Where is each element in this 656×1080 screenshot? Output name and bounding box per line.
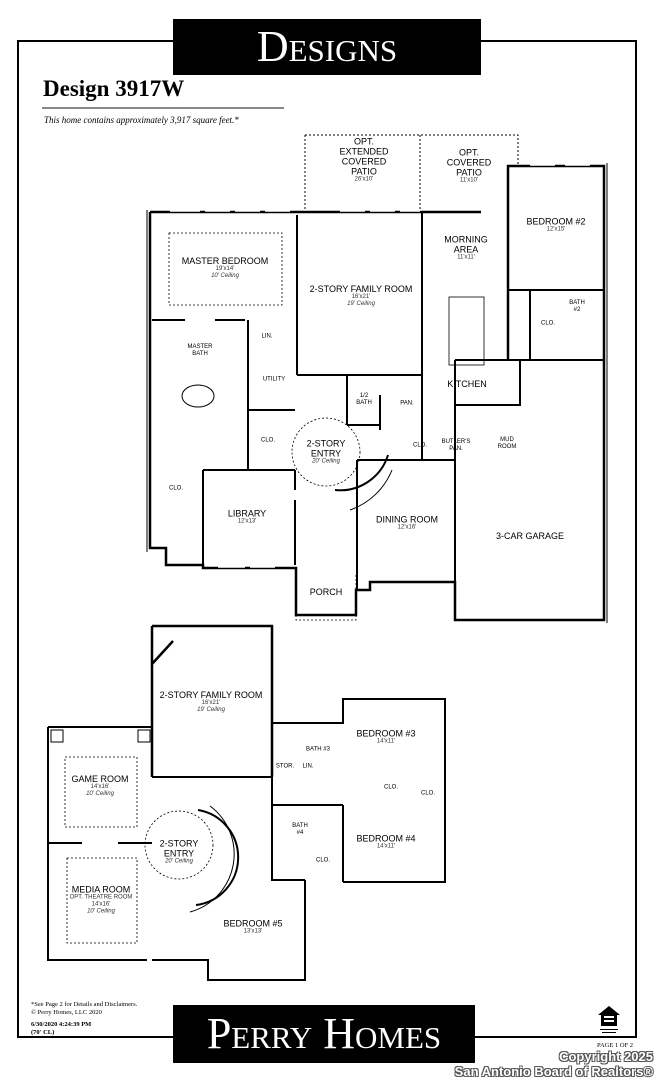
designs-banner: Designs: [173, 19, 481, 75]
room-kitchen: KITCHEN: [447, 379, 487, 389]
watermark-copyright: Copyright 2025: [559, 1049, 653, 1064]
room-bath-2: BATH #2: [569, 300, 585, 313]
equal-housing-opportunity-icon: [598, 1006, 620, 1033]
room-butlers-pantry: BUTLER'S PAN.: [441, 439, 471, 452]
room-closet: CLO.: [383, 784, 399, 791]
copyright-notice: © Perry Homes, LLC 2020: [31, 1009, 102, 1016]
second-floor-walls: [47, 621, 446, 981]
room-closet: CLO.: [260, 437, 276, 444]
room-closet: CLO.: [315, 857, 331, 864]
watermark-board: San Antonio Board of Realtors®: [454, 1064, 653, 1079]
design-title: Design 3917W: [43, 76, 185, 101]
square-footage: This home contains approximately 3,917 s…: [44, 115, 239, 125]
room-bath-4: BATH #4: [292, 823, 308, 836]
room-storage: STOR.: [275, 763, 295, 770]
room-utility: UTILITY: [262, 376, 286, 383]
footer-notes: *See Page 2 for Details and Disclaimers.…: [31, 1001, 137, 1037]
page-number: PAGE 1 OF 2: [597, 1042, 634, 1049]
lot-size: (70' CL): [31, 1029, 55, 1036]
room-mud-room: MUD ROOM: [497, 437, 517, 450]
room-closet: CLO.: [420, 790, 436, 797]
room-porch: PORCH: [309, 587, 343, 597]
room-linen: LIN.: [261, 333, 273, 340]
room-closet: CLO.: [540, 320, 556, 327]
room-master-bath: MASTER BATH: [187, 344, 213, 357]
room-linen: LIN.: [302, 763, 314, 770]
room-bath-3: BATH #3: [306, 746, 330, 753]
room-closet: CLO.: [168, 485, 184, 492]
room-closet: CLO.: [412, 442, 428, 449]
room-half-bath: 1/2 BATH: [356, 393, 372, 406]
brand-banner: Perry Homes: [173, 1005, 475, 1063]
title-rule: [42, 107, 284, 109]
room-pantry: PAN.: [400, 400, 414, 407]
first-floor-walls: [146, 134, 608, 623]
room-garage: 3-CAR GARAGE: [495, 531, 565, 541]
timestamp: 6/30/2020 4:24:39 PM: [31, 1021, 92, 1028]
disclaimer: *See Page 2 for Details and Disclaimers.: [31, 1001, 138, 1008]
